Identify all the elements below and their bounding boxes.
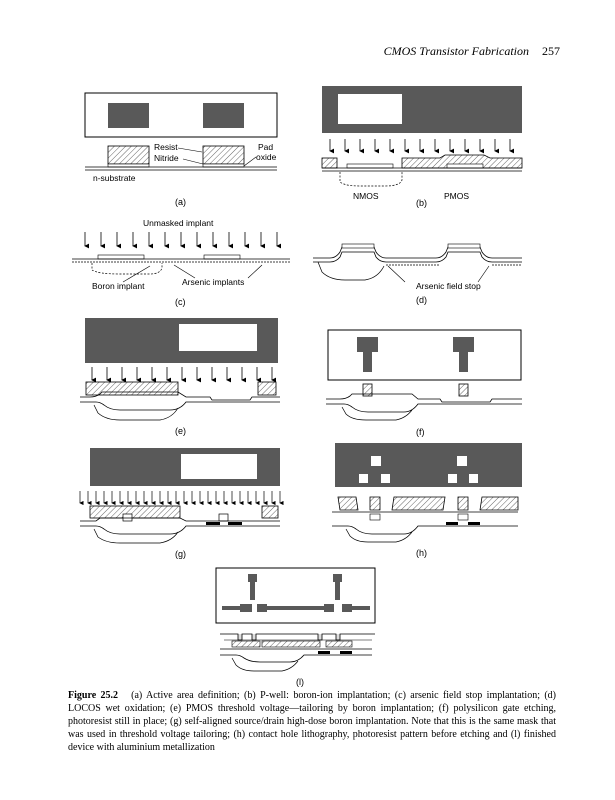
- panel-label-h: (h): [416, 548, 427, 558]
- panel-g: (g): [79, 448, 284, 559]
- caption-text: (a) Active area definition; (b) P-well: …: [68, 690, 557, 753]
- panel-label-c: (c): [175, 297, 186, 307]
- mask-window-b: [338, 94, 402, 124]
- label-oxide: oxide: [256, 152, 277, 162]
- implant-arrows-b: [329, 139, 514, 154]
- label-resist: Resist: [154, 142, 178, 152]
- panel-label-g: (g): [175, 549, 186, 559]
- panel-e: (e): [80, 318, 280, 436]
- label-pmos: PMOS: [444, 191, 469, 201]
- label-substrate: n-substrate: [93, 173, 136, 183]
- panel-label-b: (b): [416, 198, 427, 208]
- mask-plate-l: [215, 567, 376, 624]
- label-nitride: Nitride: [154, 153, 179, 163]
- panel-label-f: (f): [416, 427, 425, 437]
- label-arsenic-implants: Arsenic implants: [182, 277, 244, 287]
- running-title: CMOS Transistor Fabrication: [383, 44, 529, 58]
- page-number: 257: [542, 44, 560, 58]
- label-boron-implant: Boron implant: [92, 281, 145, 291]
- panel-b: NMOS PMOS (b): [321, 86, 523, 208]
- panel-label-d: (d): [416, 295, 427, 305]
- implant-arrows-e: [91, 367, 276, 383]
- mask-opaque-right: [203, 103, 244, 128]
- label-pad: Pad: [258, 142, 273, 152]
- panel-label-l: (l): [296, 677, 304, 687]
- figure-caption: Figure 25.2 (a) Active area definition; …: [68, 689, 556, 754]
- panel-label-e: (e): [175, 426, 186, 436]
- page-header: CMOS Transistor Fabrication 257: [0, 44, 560, 59]
- label-unmasked-implant: Unmasked implant: [143, 218, 214, 228]
- resist-left: [107, 145, 150, 165]
- panel-f: (f): [326, 329, 522, 437]
- resist-right: [202, 145, 245, 165]
- panel-label-a: (a): [175, 197, 186, 207]
- implant-arrows-c: [84, 232, 281, 249]
- mask-opaque-left: [108, 103, 149, 128]
- panel-l: (l): [215, 567, 376, 687]
- panel-d: Arsenic field stop (d): [313, 243, 522, 305]
- panel-c: Unmasked implant Boron implant Arsenic i…: [72, 218, 290, 307]
- implant-arrows-g: [79, 491, 284, 506]
- label-nmos: NMOS: [353, 191, 379, 201]
- label-arsenic-field-stop: Arsenic field stop: [416, 281, 481, 291]
- mask-plate-f: [327, 329, 522, 381]
- caption-label: Figure 25.2: [68, 690, 119, 701]
- panel-a: Resist Nitride Pad oxide n-substrate (a): [84, 92, 278, 207]
- panel-h: (h): [332, 443, 522, 558]
